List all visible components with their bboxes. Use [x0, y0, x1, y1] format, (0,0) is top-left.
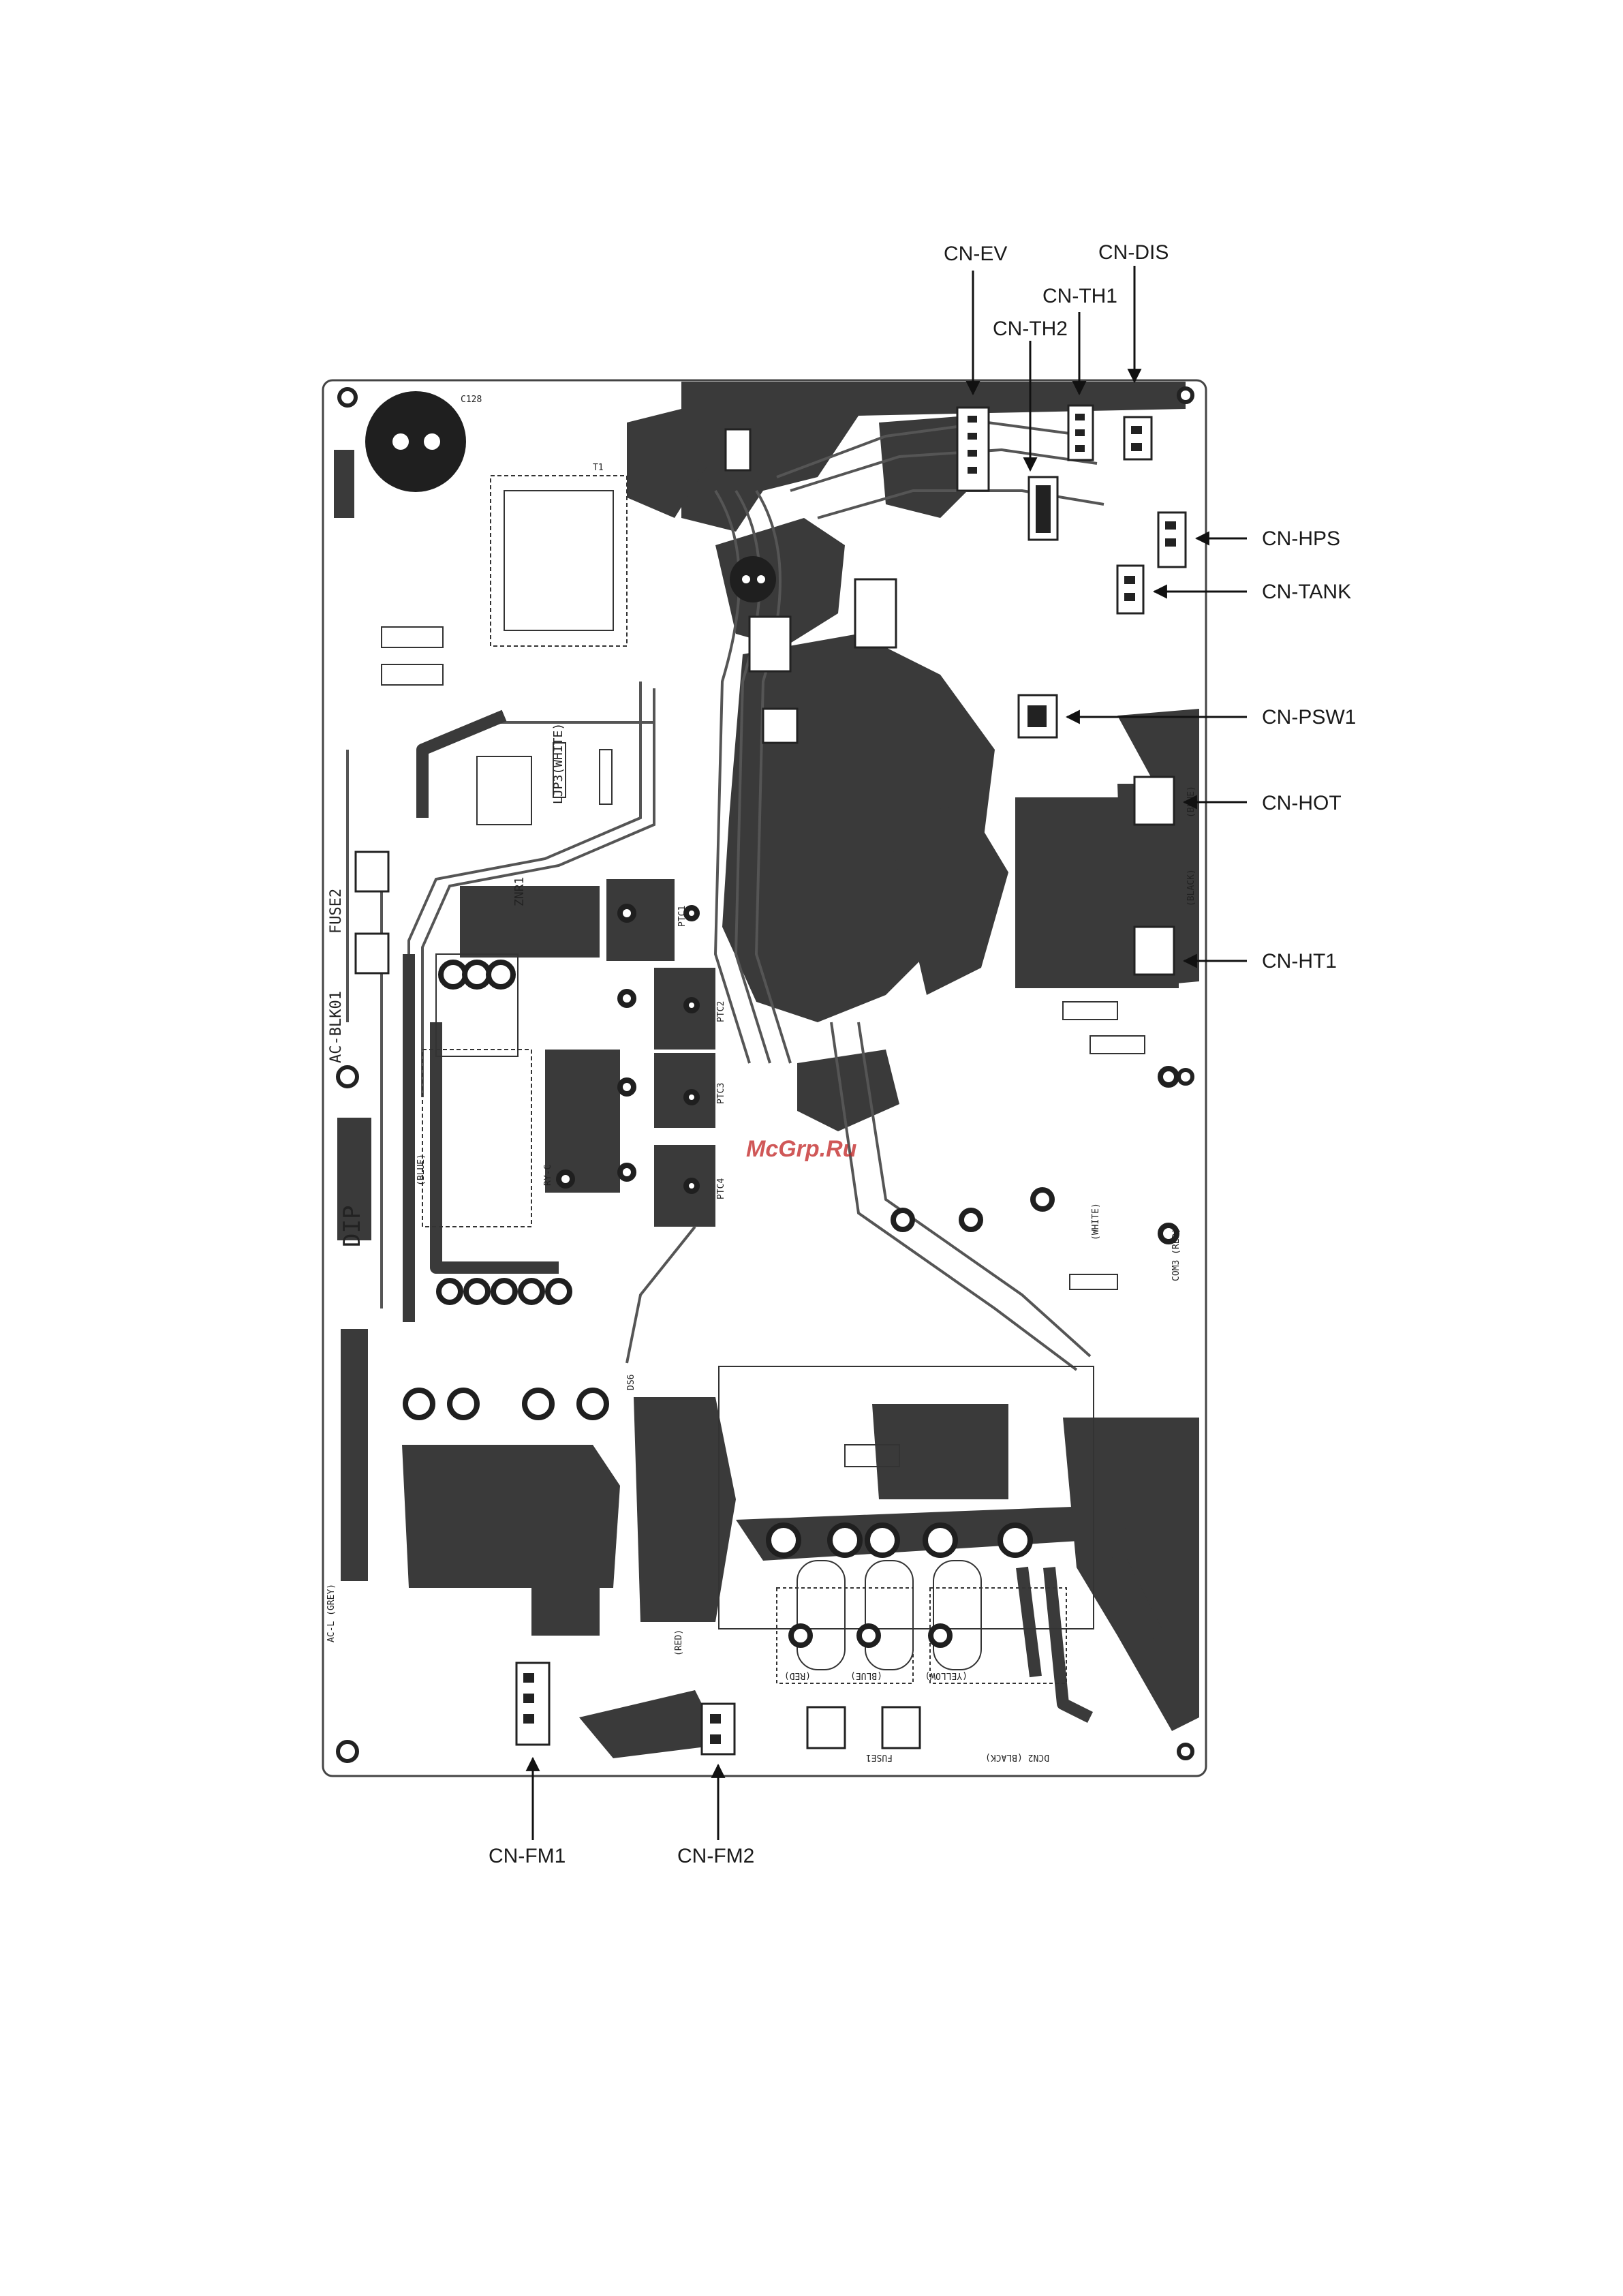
- small-capacitor: [730, 556, 776, 602]
- silk-ptc1: PTC1: [677, 906, 687, 927]
- label-cn-th2: CN-TH2: [993, 318, 1068, 340]
- watermark: McGrp.Ru: [746, 1136, 857, 1162]
- silk-red-left: (RED): [784, 1670, 811, 1681]
- label-cn-tank: CN-TANK: [1262, 581, 1351, 603]
- silk-ptc2: PTC2: [716, 1001, 726, 1022]
- silk-lp3-white: LJP3(WHITE): [551, 723, 566, 804]
- silk-ptc3: PTC3: [716, 1083, 726, 1104]
- silk-ry-c: RY-C: [543, 1165, 553, 1186]
- silk-red-bottom: (RED): [674, 1629, 684, 1656]
- silk-dcn2-black: DCN2 (BLACK): [985, 1752, 1049, 1762]
- silk-blue: (BLUE): [416, 1154, 427, 1186]
- connector-cn-tank-housing: [1117, 566, 1143, 613]
- silk-yellow-bottom: (YELLOW): [925, 1670, 968, 1681]
- silk-white-right: (WHITE): [1091, 1203, 1101, 1240]
- connector-cn-ht1-housing: [1134, 927, 1174, 975]
- label-cn-hps: CN-HPS: [1262, 527, 1340, 550]
- label-cn-hot: CN-HOT: [1262, 792, 1342, 814]
- connector-cn-dis-housing: [1124, 417, 1151, 459]
- silk-fuse1: FUSE1: [866, 1752, 893, 1762]
- silk-ds6: DS6: [626, 1375, 636, 1390]
- silk-dip: DIP: [339, 1206, 366, 1247]
- svg-text:C128: C128: [461, 395, 482, 405]
- connector-cn-fm2-housing: [702, 1704, 735, 1754]
- silk-fuse2: FUSE2: [328, 889, 345, 934]
- label-cn-ev: CN-EV: [944, 243, 1007, 265]
- silk-black-right: (BLACK): [1186, 869, 1196, 906]
- label-cn-dis: CN-DIS: [1098, 241, 1169, 264]
- silk-com3-red: COM3 (RED): [1171, 1228, 1181, 1281]
- label-cn-psw1: CN-PSW1: [1262, 706, 1356, 729]
- silk-znr1: ZNR1: [512, 877, 527, 906]
- silk-ac-l: AC-L (GREY): [326, 1584, 337, 1642]
- silk-ptc4: PTC4: [716, 1178, 726, 1199]
- silk-blue-bottom: (BLUE): [850, 1670, 882, 1681]
- label-cn-ht1: CN-HT1: [1262, 950, 1337, 973]
- label-cn-th1: CN-TH1: [1042, 285, 1117, 307]
- connector-cn-hot-housing: [1134, 777, 1174, 825]
- label-cn-fm2: CN-FM2: [677, 1845, 754, 1867]
- svg-text:T1: T1: [593, 463, 604, 473]
- label-cn-fm1: CN-FM1: [489, 1845, 566, 1867]
- silk-ac-blk01: AC-BLK01: [328, 991, 345, 1063]
